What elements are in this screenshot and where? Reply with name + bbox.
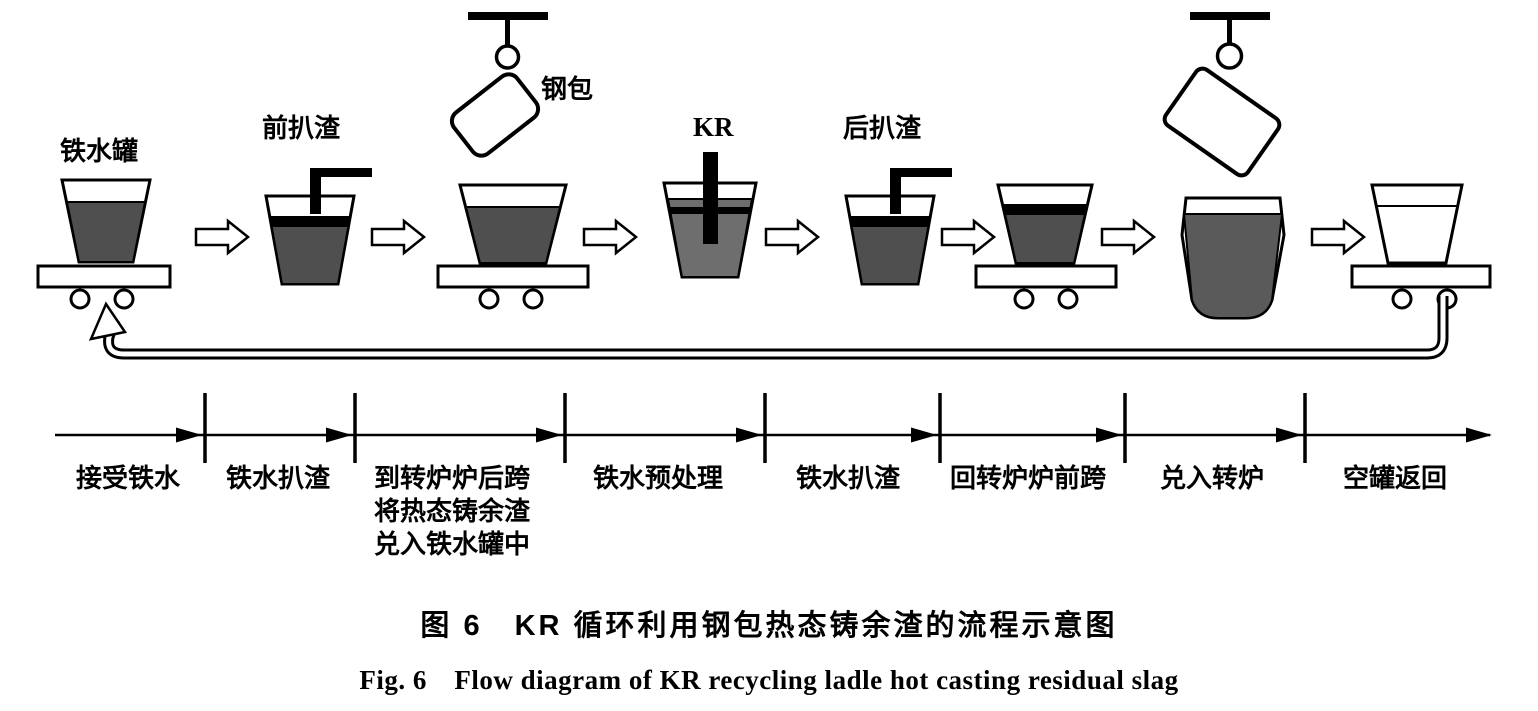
ladle-body <box>1370 183 1464 265</box>
stage-label-1: 接受铁水 <box>76 463 181 493</box>
flow-arrow-icon <box>940 218 997 256</box>
pre-skimming-group: 前扒渣 <box>262 113 372 286</box>
flow-arrow-icon <box>582 218 639 256</box>
cart-wheel <box>113 288 135 310</box>
cart-wheel <box>522 288 544 310</box>
transfer-cart <box>436 264 590 289</box>
post-skimming-label: 后扒渣 <box>843 113 922 143</box>
timeline-arrowhead-icon <box>536 427 562 443</box>
stage-labels: 接受铁水 铁水扒渣 到转炉炉后跨 将热态铸余渣 兑入铁水罐中 铁水预处理 铁水扒… <box>76 463 1447 559</box>
crane-hook-ring-icon <box>494 44 521 70</box>
return-arrowhead-icon <box>88 301 128 341</box>
timeline-arrowhead-icon <box>736 427 762 443</box>
ladle-metal-fill <box>268 216 352 285</box>
stage-label-8: 空罐返回 <box>1343 463 1447 493</box>
ladle-metal-fill <box>65 201 147 263</box>
crane-bar-icon <box>468 12 548 20</box>
pre-skimming-label: 前扒渣 <box>262 113 341 143</box>
receiving-ladle-group <box>436 183 590 310</box>
crane-hook-ring-icon <box>1215 42 1244 70</box>
stage-label-6: 回转炉炉前跨 <box>950 463 1107 493</box>
crane-stem-icon <box>1227 20 1232 44</box>
converter-vessel-group <box>1180 196 1286 320</box>
hot-metal-ladle-label: 铁水罐 <box>60 136 138 166</box>
cart-wheel <box>1391 288 1413 310</box>
flow-arrow-icon <box>1100 218 1157 256</box>
flow-arrow-icon <box>194 218 251 256</box>
stage-label-3-line1: 到转炉炉后跨 <box>374 463 531 493</box>
figure-caption-en: Fig. 6 Flow diagram of KR recycling ladl… <box>359 665 1179 695</box>
return-loop-inner <box>106 296 1446 357</box>
treated-ladle-group <box>974 183 1118 310</box>
ladle-metal-fill <box>848 216 932 285</box>
flow-arrow-icon <box>1310 218 1367 256</box>
slag-band <box>270 217 350 227</box>
timeline-arrowhead-icon <box>1466 427 1492 443</box>
transfer-cart <box>974 264 1118 289</box>
cart-wheel <box>69 288 91 310</box>
stage-label-5: 铁水扒渣 <box>796 463 901 493</box>
timeline-arrowhead-icon <box>176 427 202 443</box>
timeline-arrowhead-icon <box>1096 427 1122 443</box>
slag-band <box>1003 205 1087 215</box>
return-loop-arrow <box>88 296 1449 360</box>
crane-pouring-group <box>1162 12 1282 178</box>
cart-wheel <box>1013 288 1035 310</box>
transfer-cart <box>36 264 172 289</box>
crane-steel-ladle-group: 钢包 <box>449 12 593 158</box>
skimmer-arm-icon <box>310 168 372 177</box>
skimmer-blade-icon <box>890 168 901 214</box>
post-skimming-group: 后扒渣 <box>843 113 952 286</box>
empty-ladle-group <box>1350 183 1492 310</box>
stage-label-2: 铁水扒渣 <box>226 463 331 493</box>
hot-metal-ladle-group: 铁水罐 <box>36 136 172 310</box>
flow-diagram: 铁水罐 前扒渣 钢包 <box>36 12 1492 559</box>
kr-label: KR <box>693 112 734 142</box>
stage-label-4: 铁水预处理 <box>593 463 723 493</box>
cart-wheel <box>1057 288 1079 310</box>
cart-wheel <box>478 288 500 310</box>
crane-stem-icon <box>505 20 510 46</box>
steel-ladle-label: 钢包 <box>541 74 593 104</box>
timeline-arrowhead-icon <box>911 427 937 443</box>
stage-label-3-line3: 兑入铁水罐中 <box>374 529 530 559</box>
ladle-metal-fill <box>464 206 562 264</box>
stage-label-3-line2: 将热态铸余渣 <box>374 496 531 526</box>
figure-caption-zh: 图 6 KR 循环利用钢包热态铸余渣的流程示意图 <box>420 610 1118 642</box>
flow-arrow-icon <box>764 218 821 256</box>
timeline-axis <box>55 393 1492 463</box>
crane-bar-icon <box>1190 12 1270 20</box>
timeline-arrowhead-icon <box>1276 427 1302 443</box>
tilted-empty-ladle <box>1162 66 1282 178</box>
transfer-cart <box>1350 264 1492 289</box>
skimmer-blade-icon <box>310 168 321 214</box>
converter-metal-fill <box>1182 213 1284 319</box>
timeline-arrowhead-icon <box>326 427 352 443</box>
kr-station-group: KR <box>662 112 758 279</box>
kr-stirrer-icon <box>703 152 718 244</box>
skimmer-arm-icon <box>890 168 952 177</box>
flow-arrow-icon <box>370 218 427 256</box>
slag-band <box>850 217 930 227</box>
tilted-steel-ladle <box>449 72 541 158</box>
stage-label-7: 兑入转炉 <box>1160 463 1264 493</box>
